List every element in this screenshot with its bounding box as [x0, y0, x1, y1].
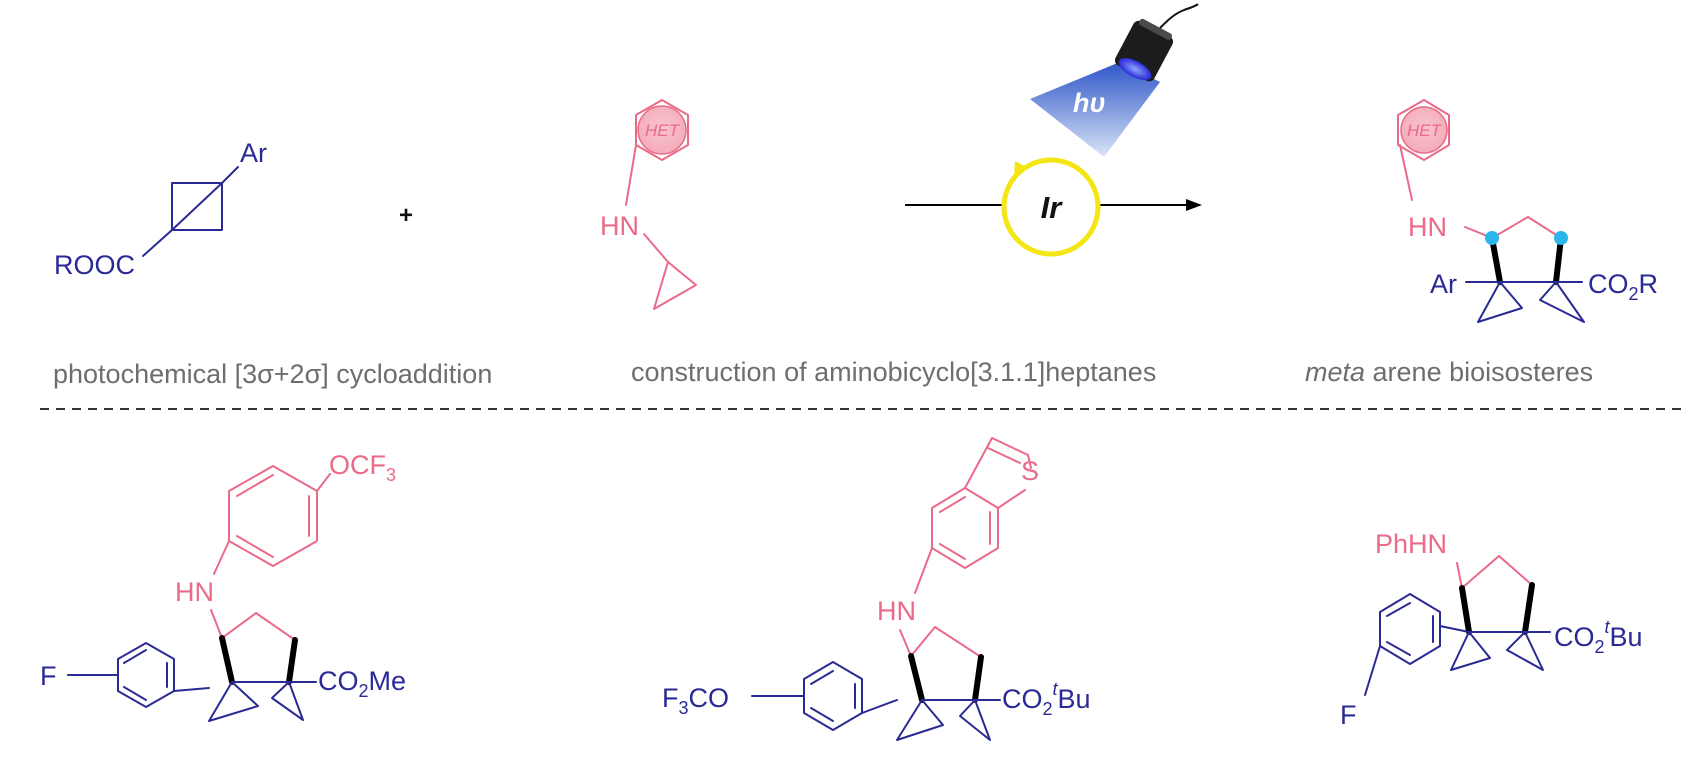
- reactant-bicyclobutane: Ar ROOC: [54, 138, 267, 280]
- light-label: hυ: [1073, 88, 1105, 118]
- example-3: PhHN F CO2tBu: [1340, 529, 1643, 730]
- het-ring-fill: [1400, 106, 1448, 154]
- amine-label: PhHN: [1375, 529, 1447, 559]
- example-1: OCF3 HN F CO2Me: [40, 450, 406, 722]
- caption-right: meta arene bioisosteres: [1305, 357, 1593, 387]
- aryl-label: Ar: [1430, 269, 1457, 299]
- substituent-label: OCF3: [329, 450, 396, 485]
- reactant-cyclopropylamine: HET HN: [600, 99, 697, 310]
- heteroatom-label: S: [1021, 456, 1039, 486]
- catalyst-ring: [1001, 157, 1101, 257]
- het-label: HET: [1407, 121, 1443, 140]
- halogen-label: F: [1340, 700, 1357, 730]
- aryl-label: Ar: [240, 138, 267, 168]
- het-label: HET: [645, 121, 681, 140]
- ester-label: CO2tBu: [1002, 679, 1091, 719]
- catalytic-cycle-arrowhead: [1014, 161, 1026, 176]
- substituent-label: F3CO: [662, 683, 729, 718]
- catalyst-label: Ir: [1041, 190, 1064, 225]
- ester-label: CO2Me: [318, 666, 406, 701]
- amine-label: HN: [600, 211, 639, 241]
- halogen-label: F: [40, 661, 57, 691]
- highlight-dot: [1554, 231, 1568, 245]
- plus-sign: +: [399, 202, 413, 229]
- caption-middle: construction of aminobicyclo[3.1.1]hepta…: [631, 357, 1156, 387]
- ester-label: ROOC: [54, 250, 135, 280]
- amine-label: HN: [1408, 212, 1447, 242]
- het-ring-fill: [637, 105, 687, 155]
- ester-label: CO2R: [1588, 269, 1658, 304]
- ester-label: CO2tBu: [1554, 617, 1643, 657]
- amine-label: HN: [877, 596, 916, 626]
- example-2: S HN F3CO CO2tBu: [662, 437, 1091, 741]
- product-structure: HET HN Ar CO2R: [1397, 99, 1658, 323]
- caption-left: photochemical [3σ+2σ] cycloaddition: [53, 359, 492, 389]
- light-source: hυ: [1030, 3, 1199, 157]
- lamp-lens: [1118, 57, 1152, 81]
- light-beam: [1030, 62, 1160, 157]
- highlight-dot: [1485, 231, 1499, 245]
- reaction-arrow: [905, 199, 1202, 211]
- amine-label: HN: [175, 577, 214, 607]
- photocatalyst: Ir: [1001, 157, 1101, 257]
